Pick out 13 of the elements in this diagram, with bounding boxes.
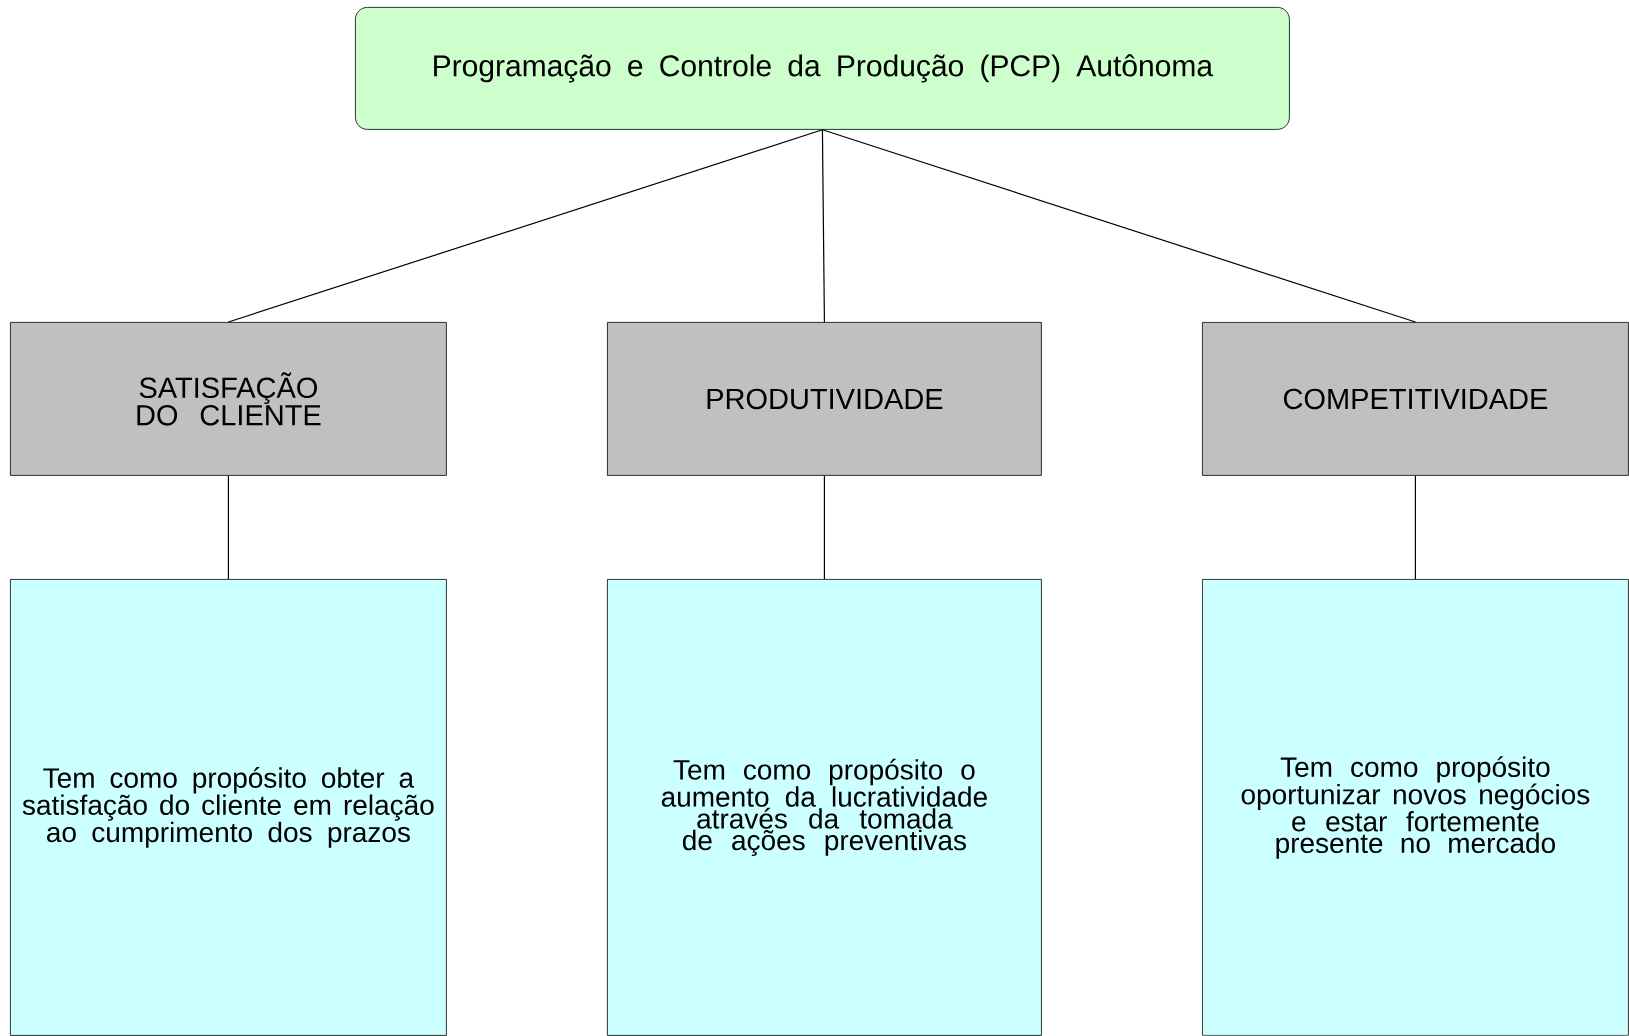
description-box: Tem como propósito oportunizar novos negócios e estar fortemente presente no mercado [1202, 579, 1629, 1036]
category-box: PRODUTIVIDADE [607, 322, 1042, 476]
title-box: Programação e Controle da Produção (PCP) Autônoma [355, 7, 1290, 130]
connector-line [227, 129, 823, 323]
connector-line [823, 475, 825, 580]
connector-line [821, 129, 1416, 323]
connector-line [227, 475, 229, 580]
category-box: SATISFAÇÃO DO CLIENTE [10, 322, 447, 476]
description-box: Tem como propósito obter a satisfação do cliente em relação ao cumprimento dos prazos [10, 579, 447, 1036]
connector-line [821, 129, 825, 323]
connector-line [1414, 475, 1416, 580]
category-box: COMPETITIVIDADE [1202, 322, 1629, 476]
description-box: Tem como propósito o aumento da lucratividade através da tomada de ações preventivas [607, 579, 1042, 1036]
